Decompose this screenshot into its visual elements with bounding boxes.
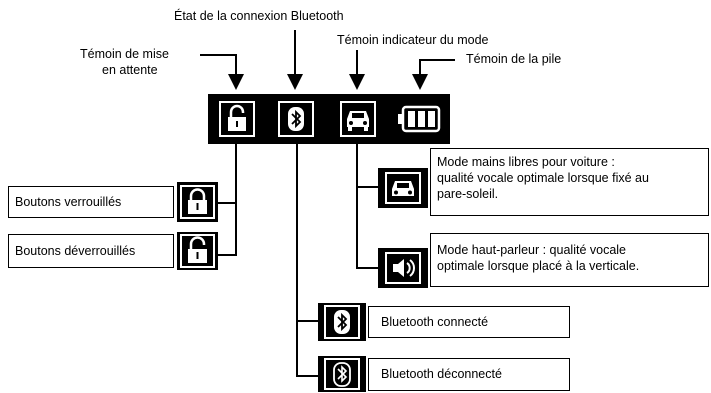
speaker-mode-line1: Mode haut-parleur : qualité vocale bbox=[437, 243, 627, 257]
locked-buttons-box: Boutons verrouillés bbox=[8, 186, 174, 218]
mode-indicator-label: Témoin indicateur du mode bbox=[337, 33, 489, 47]
unlock-icon bbox=[177, 232, 218, 270]
unlocked-buttons-label: Boutons déverrouillés bbox=[15, 244, 136, 258]
bluetooth-connected-box: Bluetooth connecté bbox=[368, 306, 570, 338]
lock-icon bbox=[177, 182, 218, 222]
bluetooth-disconnected-icon bbox=[318, 356, 366, 392]
bluetooth-connected-label: Bluetooth connecté bbox=[381, 315, 489, 329]
car-mode-line1: Mode mains libres pour voiture : bbox=[437, 155, 615, 169]
unlock-icon bbox=[218, 100, 256, 138]
car-icon bbox=[378, 168, 428, 208]
bluetooth-connected-icon bbox=[318, 303, 366, 341]
battery-label: Témoin de la pile bbox=[466, 52, 562, 66]
speaker-mode-box: Mode haut-parleur : qualité vocale optim… bbox=[430, 233, 709, 287]
bluetooth-disconnected-label: Bluetooth déconnecté bbox=[381, 367, 502, 381]
car-mode-line3: pare-soleil. bbox=[437, 187, 499, 201]
bluetooth-state-label: État de la connexion Bluetooth bbox=[174, 9, 344, 23]
locked-buttons-label: Boutons verrouillés bbox=[15, 195, 122, 209]
speaker-icon bbox=[378, 248, 428, 288]
car-mode-box: Mode mains libres pour voiture : qualité… bbox=[430, 148, 709, 216]
car-icon bbox=[339, 100, 377, 138]
standby-label-line1: Témoin de mise bbox=[80, 47, 169, 61]
car-mode-line2: qualité vocale optimale lorsque fixé au bbox=[437, 171, 649, 185]
standby-label-line2: en attente bbox=[102, 63, 158, 77]
bluetooth-icon bbox=[277, 100, 315, 138]
unlocked-buttons-box: Boutons déverrouillés bbox=[8, 234, 174, 268]
battery-icon bbox=[397, 104, 441, 134]
speaker-mode-line2: optimale lorsque placé à la verticale. bbox=[437, 259, 640, 273]
bluetooth-disconnected-box: Bluetooth déconnecté bbox=[368, 358, 570, 391]
